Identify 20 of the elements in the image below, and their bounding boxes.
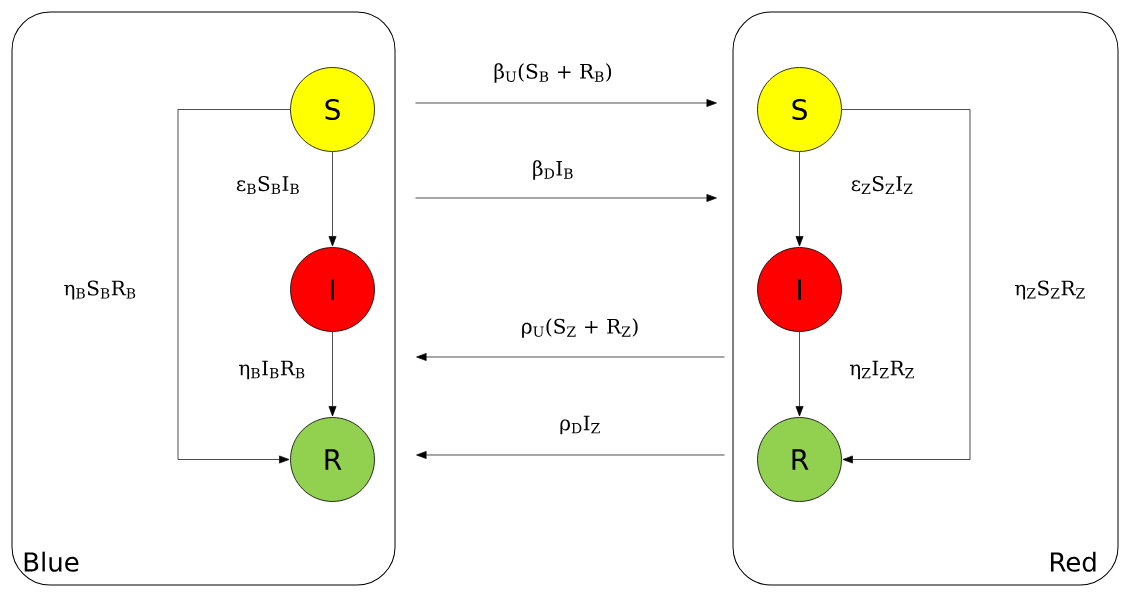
arrow bbox=[415, 194, 717, 202]
arrow bbox=[177, 109, 291, 464]
edge-label: ε$_{Z}$S$_{Z}$I$_{Z}$ bbox=[849, 175, 915, 195]
edge-label: ρ$_{D}$I$_{Z}$ bbox=[558, 414, 602, 436]
edge-label: β$_{D}$I$_{B}$ bbox=[531, 159, 575, 181]
edge-label: β$_{U}$(S$_{B}$ + R$_{B}$) bbox=[492, 62, 614, 84]
edge-label: ε$_{B}$S$_{B}$I$_{B}$ bbox=[234, 175, 302, 195]
arrow bbox=[795, 331, 804, 417]
arrow bbox=[795, 151, 804, 247]
arrow bbox=[416, 451, 725, 459]
edge-label: ρ$_{U}$(S$_{Z}$ + R$_{Z}$) bbox=[519, 317, 641, 339]
arrow bbox=[416, 353, 725, 361]
edge-label: η$_{B}$S$_{B}$R$_{B}$ bbox=[62, 279, 138, 301]
arrow bbox=[328, 331, 337, 417]
arrow bbox=[328, 151, 337, 247]
edge-label: η$_{Z}$I$_{Z}$R$_{Z}$ bbox=[848, 359, 916, 381]
edge-label: η$_{B}$I$_{B}$R$_{B}$ bbox=[237, 359, 307, 381]
arrow bbox=[415, 99, 717, 107]
arrow bbox=[841, 109, 971, 464]
edge-label: η$_{Z}$S$_{Z}$R$_{Z}$ bbox=[1013, 279, 1087, 301]
